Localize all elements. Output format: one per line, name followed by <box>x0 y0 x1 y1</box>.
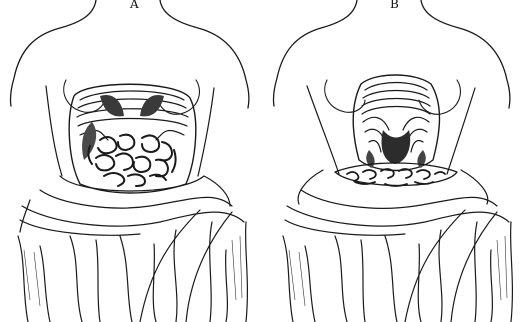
drapery-left <box>18 176 247 322</box>
figure-corseted-waist: B <box>265 0 530 322</box>
intestines-right <box>347 169 445 186</box>
figure-label-a: A <box>130 0 139 11</box>
torso-drawing-right <box>265 0 530 322</box>
figure-label-b: B <box>390 0 399 11</box>
torso-drawing-left <box>0 0 265 322</box>
intestines-left <box>88 135 175 186</box>
drapery-right <box>283 170 512 322</box>
figure-natural-waist: A <box>0 0 265 322</box>
